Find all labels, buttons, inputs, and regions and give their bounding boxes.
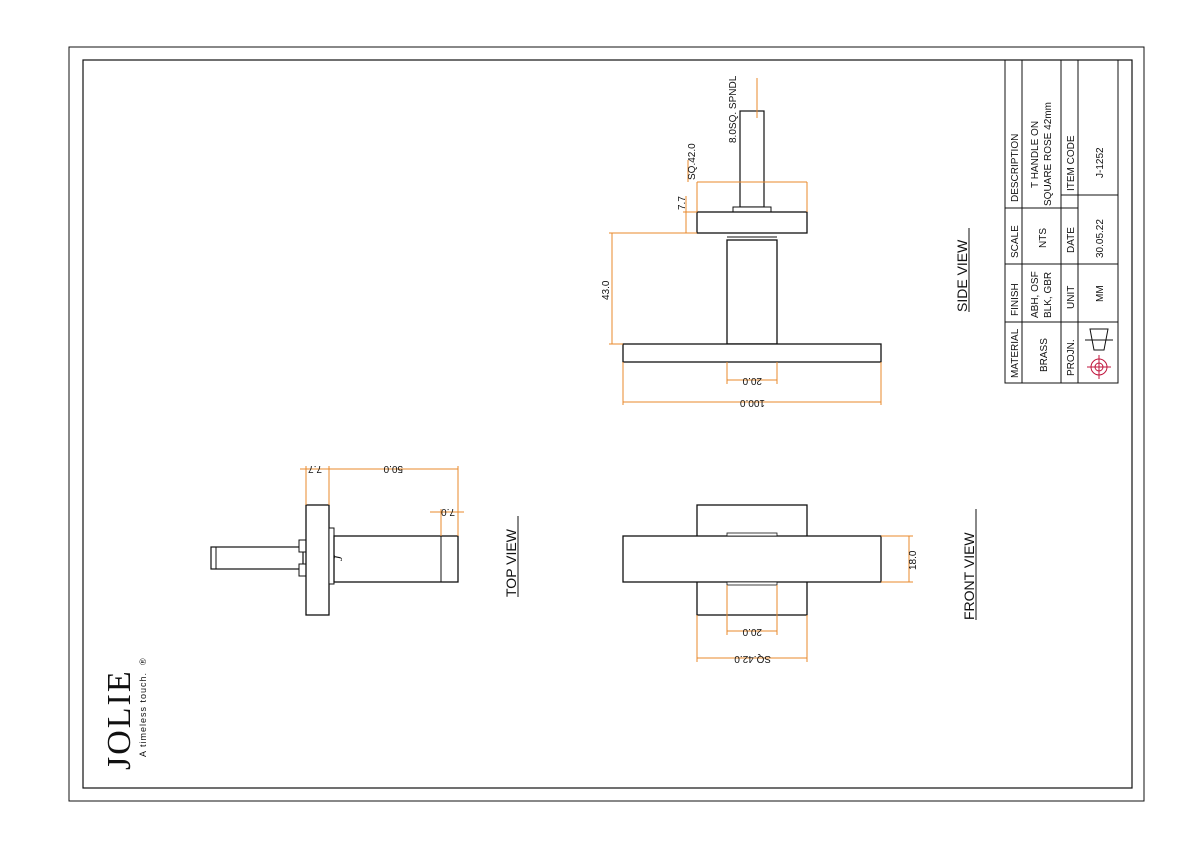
finish-value-1: ABH, OSF [1030, 271, 1041, 318]
side-height-dim: 43.0 [601, 280, 612, 300]
date-label: DATE [1066, 227, 1077, 253]
top-rose [305, 504, 330, 616]
side-spindle [739, 110, 765, 208]
front-neck-dim: 20.0 [742, 626, 762, 637]
side-view-label: SIDE VIEW [954, 239, 970, 312]
top-lever-len-dim: 50.0 [383, 463, 403, 474]
top-view-label: TOP VIEW [503, 528, 519, 597]
top-lever [333, 535, 459, 583]
unit-label: UNIT [1066, 286, 1077, 309]
side-view: 8.0SQ. SPNDL SQ.42.0 7.7 43.0 20.0 100.0… [601, 75, 970, 408]
scale-value: NTS [1038, 228, 1049, 248]
top-lever-thk-dim: 7.0 [441, 506, 455, 517]
top-rose-thk-dim: 7.7 [308, 463, 322, 474]
outer-border [68, 46, 1145, 802]
brand-tagline: A timeless touch. [138, 672, 148, 757]
finish-label: FINISH [1010, 283, 1021, 316]
top-spindle [210, 546, 304, 570]
side-rose-dim: SQ.42.0 [687, 143, 698, 180]
brand-name: JOLIE [101, 669, 138, 770]
date-value: 30.05.22 [1095, 219, 1106, 258]
front-rose-dim: SQ.42.0 [734, 653, 771, 664]
item-code-label: ITEM CODE [1066, 135, 1077, 191]
side-neck-dim: 20.0 [742, 375, 762, 386]
side-neck [726, 239, 778, 345]
engraving-mark: J [331, 555, 345, 561]
title-block-text: MATERIAL BRASS FINISH ABH, OSF BLK, GBR … [1010, 102, 1106, 378]
top-view: J 7.7 50.0 7.0 TOP VIEW [210, 463, 519, 616]
front-lever [622, 535, 882, 583]
front-view-label: FRONT VIEW [961, 532, 977, 620]
description-value-2: SQUARE ROSE 42mm [1043, 102, 1054, 206]
brand-mark: ® [138, 657, 148, 665]
finish-value-2: BLK, GBR [1043, 272, 1054, 318]
projn-label: PROJN. [1066, 339, 1077, 376]
front-lever-h-dim: 18.0 [908, 550, 919, 570]
scale-label: SCALE [1010, 225, 1021, 258]
unit-value: MM [1095, 285, 1106, 302]
title-block [1004, 59, 1119, 384]
item-code-value: J-1252 [1095, 147, 1106, 178]
material-label: MATERIAL [1010, 328, 1021, 378]
side-rose-thk-dim: 7.7 [677, 196, 688, 210]
projection-symbol-icon [1085, 328, 1113, 379]
front-view: 18.0 20.0 SQ.42.0 FRONT VIEW [622, 504, 977, 664]
brand-logo: JOLIE A timeless touch. ® [101, 657, 148, 770]
description-label: DESCRIPTION [1010, 134, 1021, 202]
description-value-1: T HANDLE ON [1030, 121, 1041, 188]
inner-border [82, 59, 1133, 789]
side-spindle-dim: 8.0SQ. SPNDL [728, 75, 739, 143]
side-lever [622, 343, 882, 363]
side-lever-dim: 100.0 [740, 397, 765, 408]
side-rose [696, 211, 808, 234]
material-value: BRASS [1039, 338, 1050, 372]
